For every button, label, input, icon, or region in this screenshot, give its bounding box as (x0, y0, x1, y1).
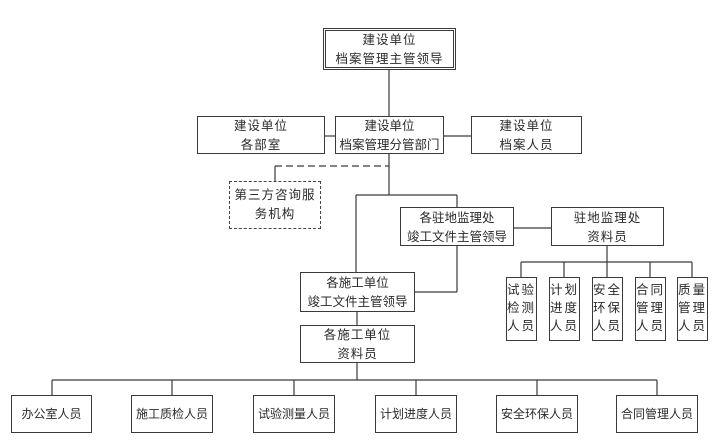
node-label: 驻地监理处 (573, 209, 642, 225)
node-supervision-staff: 试验 检测 人员 (506, 277, 537, 341)
node-label: 环保 (593, 300, 623, 315)
node-construction-departments: 建设单位 各部室 (197, 116, 325, 154)
node-supervision-clerk: 驻地监理处 资料员 (551, 207, 664, 246)
node-label: 各施工单位 (326, 275, 389, 290)
node-label: 试验测量人员 (257, 406, 330, 421)
node-label: 各部室 (240, 137, 282, 152)
node-label: 计划 (550, 282, 580, 297)
node-label: 建设单位 (233, 118, 288, 133)
node-label: 试验 (507, 282, 537, 297)
node-label: 建设单位 (362, 32, 417, 47)
node-contractor-staff: 计划进度人员 (375, 395, 457, 433)
node-label: 第三方咨询服 (234, 187, 316, 202)
node-contractor-staff: 合同管理人员 (616, 395, 698, 433)
node-label: 合同 (636, 282, 666, 297)
node-label: 计划进度人员 (379, 406, 452, 421)
node-third-party-consultant: 第三方咨询服 务机构 (229, 181, 321, 229)
node-contractor-lead: 各施工单位 竣工文件主管领导 (300, 272, 415, 312)
node-label: 竣工文件主管领导 (307, 294, 408, 309)
node-label: 质量 (678, 282, 708, 297)
node-supervision-lead: 各驻地监理处 竣工文件主管领导 (400, 207, 514, 246)
node-label: 进度 (550, 300, 580, 315)
node-label: 合同管理人员 (620, 406, 693, 421)
node-label: 资料员 (587, 228, 628, 244)
node-label: 各施工单位 (323, 327, 392, 342)
node-label: 档案管理分管部门 (339, 137, 440, 152)
node-supervision-staff: 合同 管理 人员 (635, 277, 666, 341)
node-label: 人员 (550, 318, 580, 333)
node-supervision-staff: 质量 管理 人员 (677, 277, 708, 341)
node-label: 人员 (593, 318, 623, 333)
node-label: 资料员 (337, 346, 378, 361)
node-label: 人员 (636, 318, 666, 333)
node-label: 务机构 (254, 206, 296, 221)
node-label: 档案管理主管领导 (335, 51, 444, 66)
node-contractor-staff: 试验测量人员 (253, 395, 335, 433)
node-label: 人员 (678, 318, 708, 333)
node-contractor-staff: 办公室人员 (11, 395, 92, 433)
node-label: 安全 (593, 282, 623, 297)
node-construction-archive-lead: 建设单位 档案管理主管领导 (323, 28, 456, 70)
node-archive-staff: 建设单位 档案人员 (471, 116, 582, 154)
node-archive-management-dept: 建设单位 档案管理分管部门 (335, 116, 444, 154)
node-contractor-clerk: 各施工单位 资料员 (300, 325, 415, 363)
node-label: 各驻地监理处 (419, 209, 495, 225)
node-label: 人员 (507, 318, 537, 333)
node-label: 检测 (507, 300, 537, 315)
node-label: 竣工文件主管领导 (406, 228, 507, 244)
node-contractor-staff: 施工质检人员 (131, 395, 213, 433)
node-label: 建设单位 (499, 118, 554, 133)
node-label: 档案人员 (499, 137, 554, 152)
node-label: 安全环保人员 (500, 406, 573, 421)
node-contractor-staff: 安全环保人员 (496, 395, 578, 433)
node-label: 管理 (636, 300, 666, 315)
node-label: 施工质检人员 (135, 406, 208, 421)
node-label: 办公室人员 (21, 406, 82, 421)
node-label: 管理 (678, 300, 708, 315)
node-supervision-staff: 安全 环保 人员 (592, 277, 623, 341)
node-supervision-staff: 计划 进度 人员 (549, 277, 580, 341)
node-label: 建设单位 (364, 118, 415, 133)
